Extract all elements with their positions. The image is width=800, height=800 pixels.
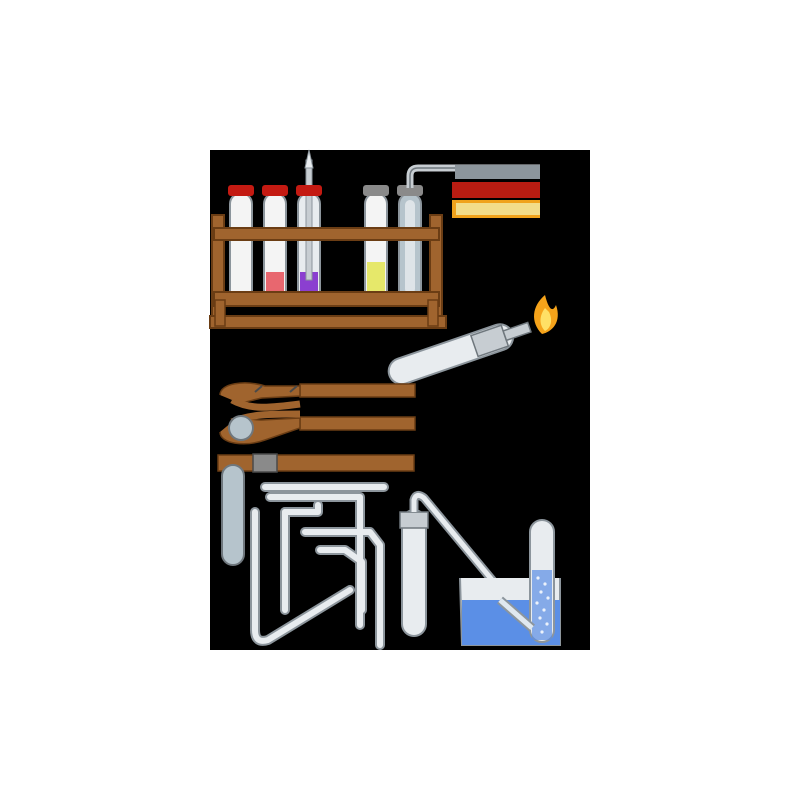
heated-test-tube — [387, 321, 532, 386]
colored-tubes — [452, 165, 540, 218]
gas-collection-apparatus — [399, 490, 561, 646]
test-tube-white-liquid — [228, 185, 254, 304]
test-tube-with-delivery-tube — [397, 164, 540, 304]
test-tube-rack-rails — [209, 227, 447, 329]
test-tube-tongs — [219, 382, 416, 445]
test-tube-clamp — [217, 453, 415, 566]
test-tube-red-liquid — [262, 185, 288, 304]
bent-glass-tubes — [250, 482, 389, 650]
test-tube-yellow-liquid — [363, 185, 389, 304]
bunsen-flame — [534, 295, 558, 334]
